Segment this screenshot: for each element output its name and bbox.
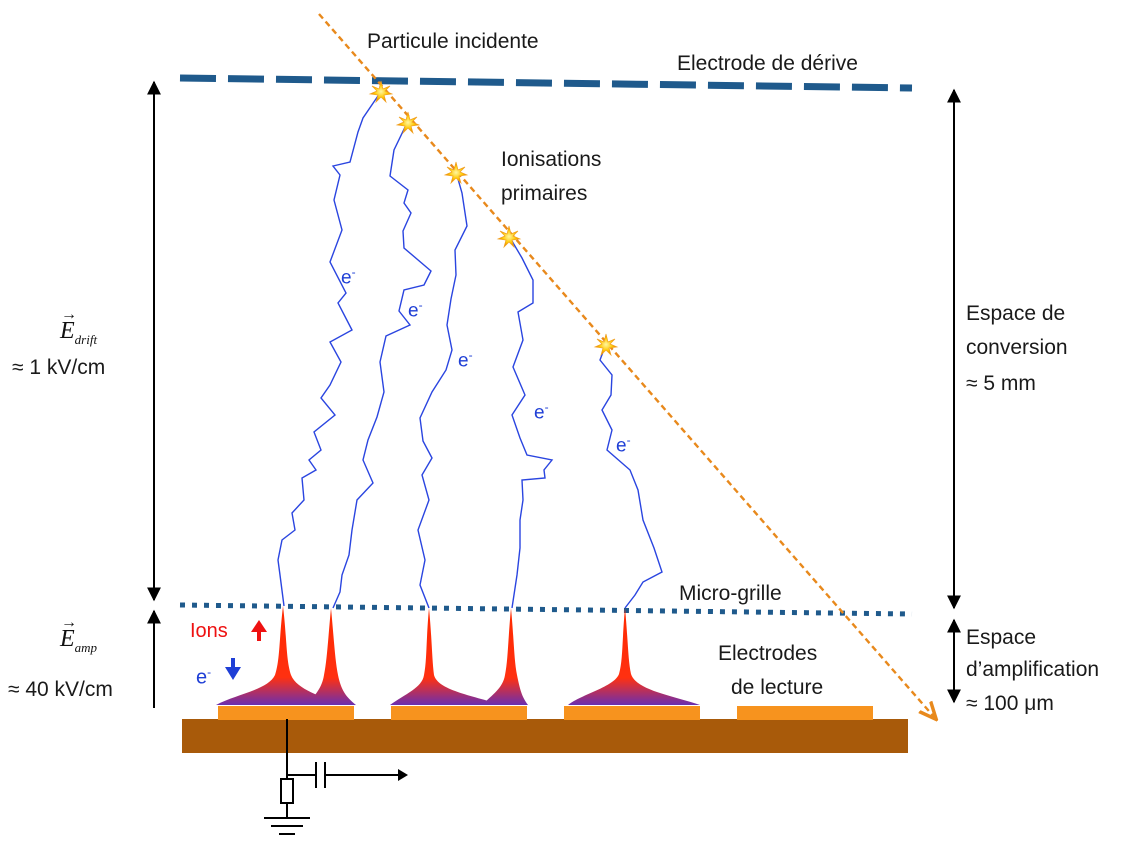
- amp-field-value: ≈ 40 kV/cm: [8, 678, 113, 701]
- readout-strip-1: [218, 706, 354, 720]
- readout-strip-2: [391, 706, 527, 720]
- amp-field-symbol: →Eamp: [60, 614, 98, 655]
- drift-electrode: [179, 74, 913, 92]
- electron-label-3: e-: [458, 348, 473, 372]
- readout-electrodes-label-line2: de lecture: [731, 676, 824, 699]
- electron-label-2: e-: [408, 298, 423, 322]
- drift-field-symbol: →Edrift: [60, 306, 98, 347]
- readout-strip-3: [564, 706, 700, 720]
- avalanches: [216, 606, 700, 705]
- substrate: [182, 719, 908, 753]
- ion-arrow-icon: [251, 620, 267, 641]
- conversion-gap-label-line3: ≈ 5 mm: [966, 372, 1036, 395]
- drift-field-value: ≈ 1 kV/cm: [12, 356, 106, 379]
- ionisations-label-line2: primaires: [501, 182, 588, 205]
- electron-label-1: e-: [341, 265, 356, 289]
- primary-ionisations: [368, 80, 619, 357]
- drift-electrode-label: Electrode de dérive: [677, 52, 858, 75]
- ions-label: Ions: [190, 620, 228, 642]
- readout-strip-4: [737, 706, 873, 720]
- conversion-gap-label-line2: conversion: [966, 336, 1068, 359]
- micro-grid-label: Micro-grille: [679, 582, 782, 605]
- electron-amp-label: e-: [196, 665, 212, 689]
- amplification-gap-label-line2: d’amplification: [966, 658, 1100, 681]
- amplification-gap-label-line1: Espace: [966, 626, 1037, 649]
- ionisations-label-line1: Ionisations: [501, 148, 602, 171]
- micro-grid: [179, 602, 913, 617]
- electron-drift-paths: [277, 92, 663, 609]
- readout-circuit: [264, 719, 400, 835]
- conversion-gap-label-line1: Espace de: [966, 302, 1066, 325]
- electron-label-4: e-: [534, 400, 549, 424]
- electron-arrow-icon: [225, 658, 241, 680]
- particule-label: Particule incidente: [367, 30, 539, 53]
- readout-electrodes-label-line1: Electrodes: [718, 642, 818, 665]
- amplification-gap-label-line3: ≈ 100 μm: [966, 692, 1054, 715]
- incident-particle-track: [318, 13, 935, 718]
- electron-label-5: e-: [616, 433, 631, 457]
- signal-output-arrow-icon: [398, 769, 408, 781]
